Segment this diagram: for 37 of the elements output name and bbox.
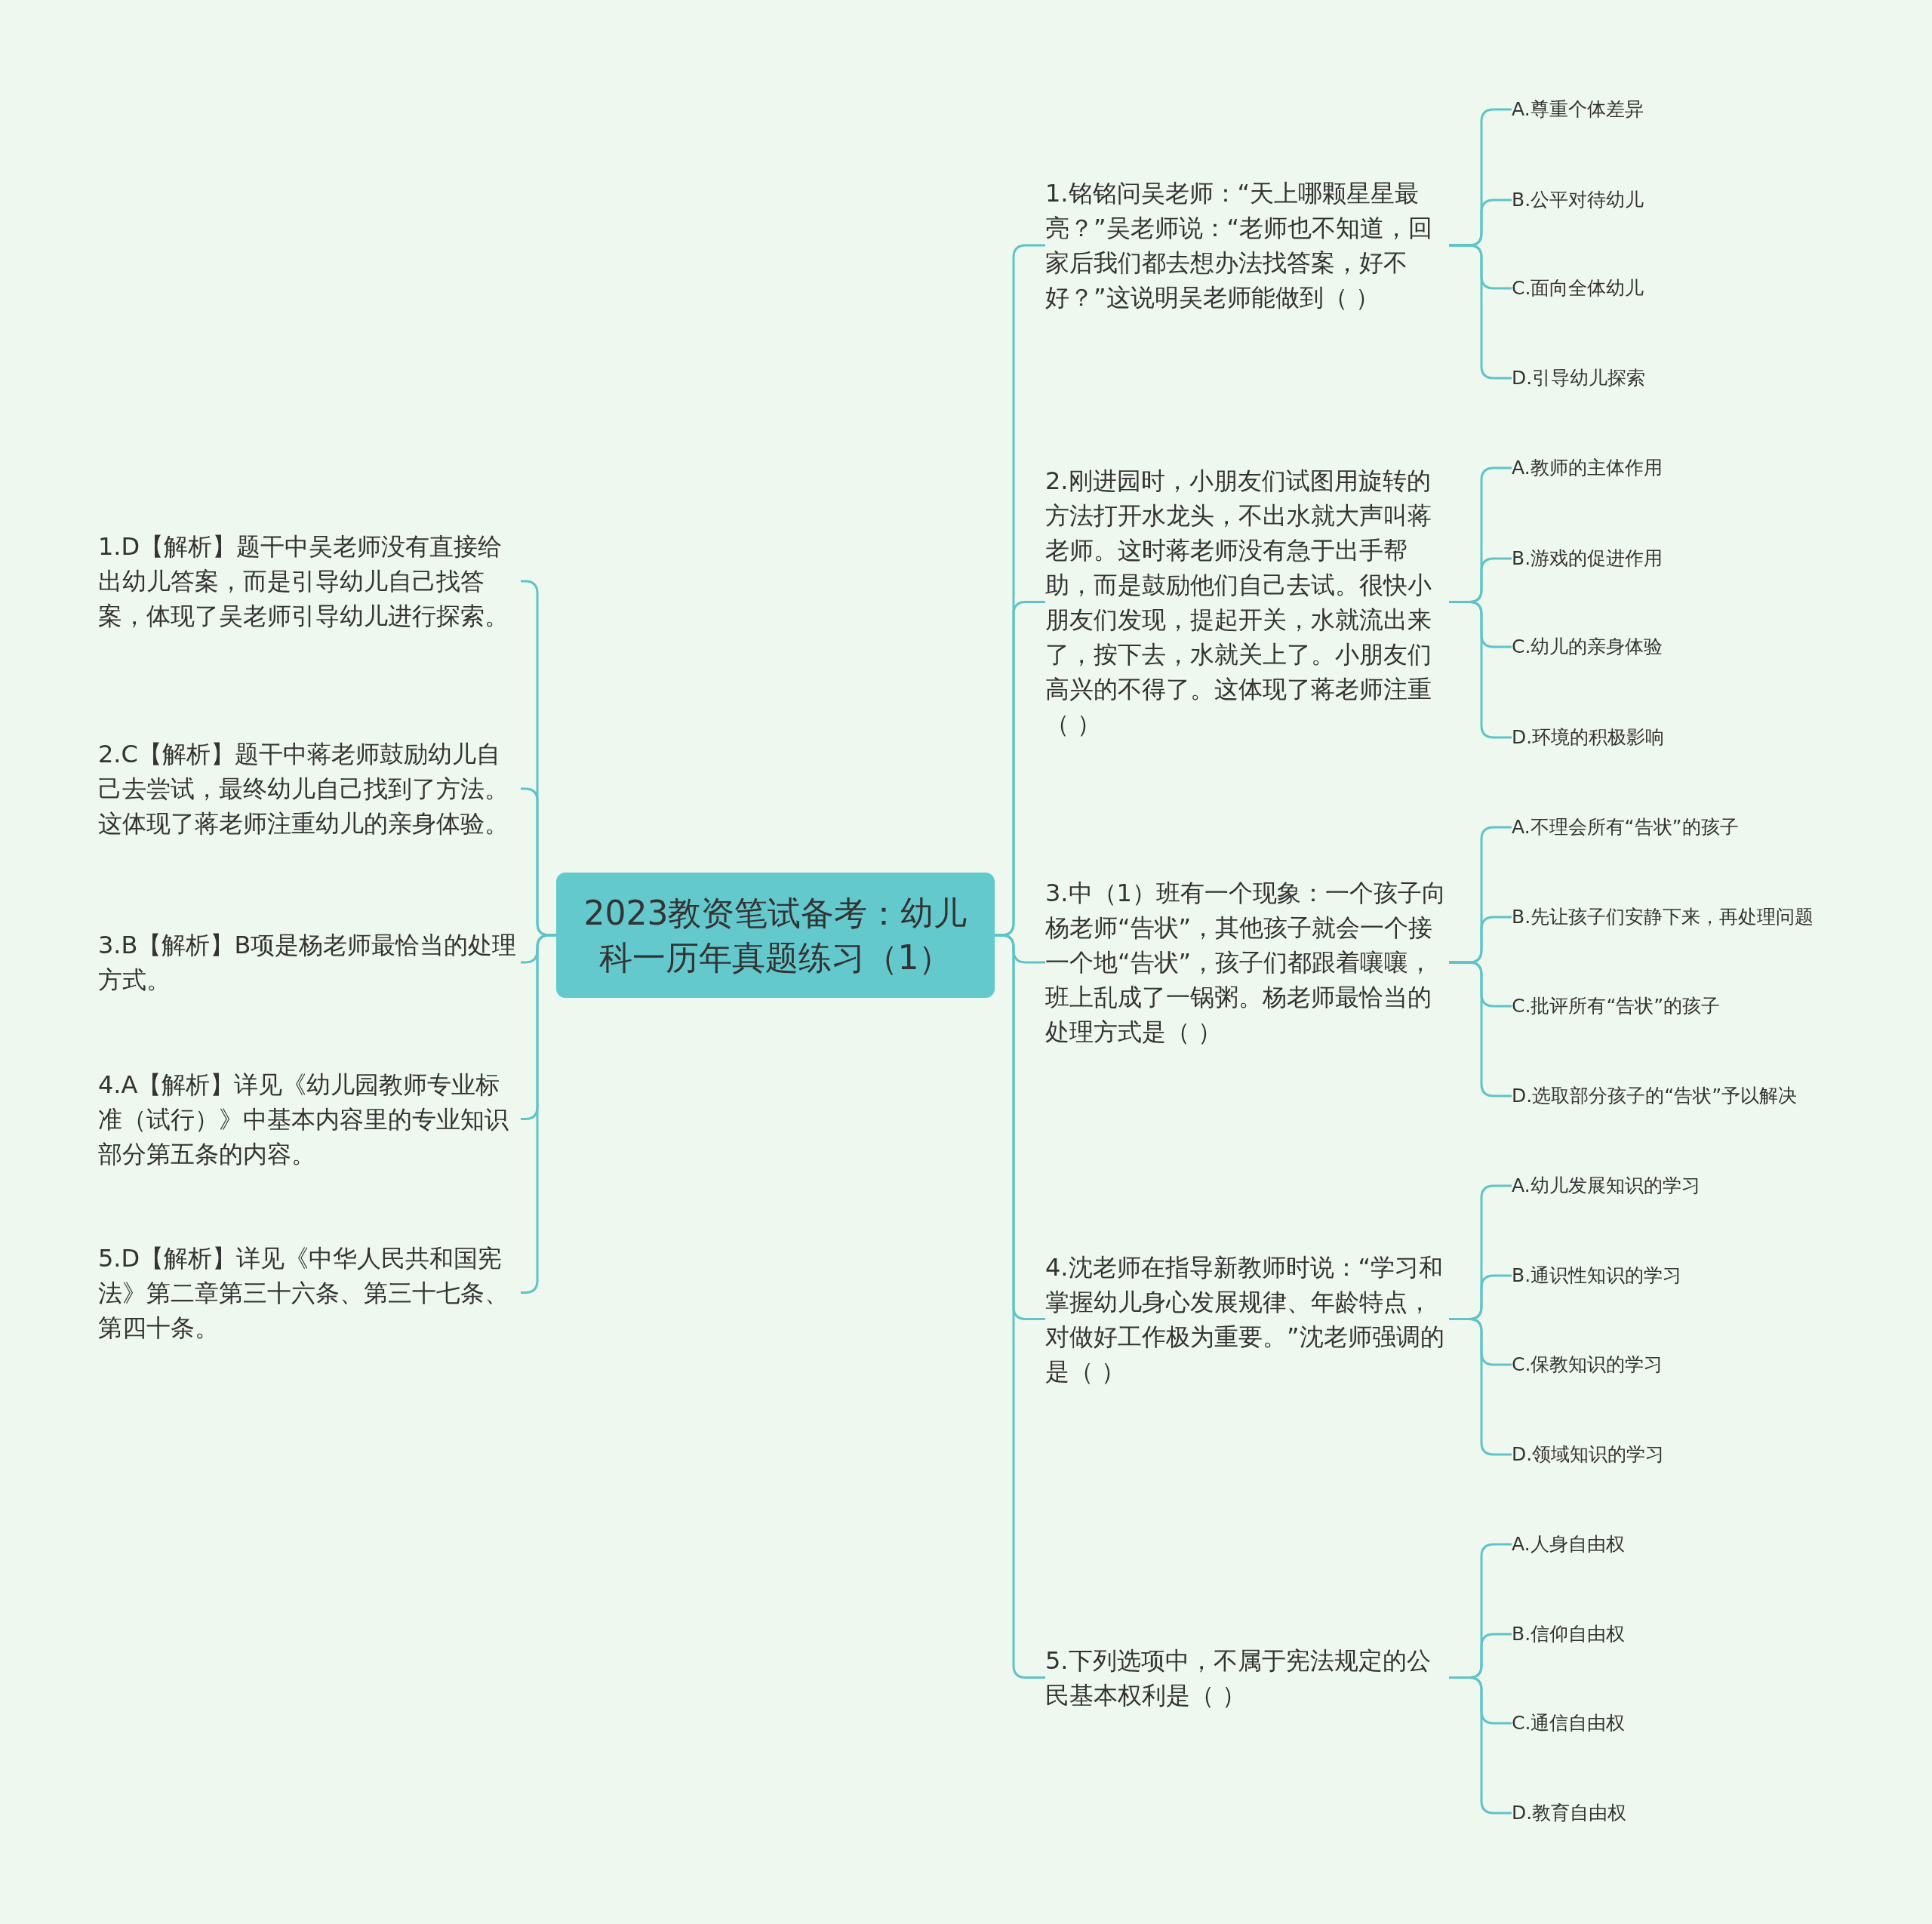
connector-line — [521, 934, 556, 1294]
answer-text: 4.A【解析】详见《幼儿园教师专业标准（试行）》中基本内容里的专业知识部分第五条的内容。 — [98, 1064, 521, 1174]
option-text: A.幼儿发展知识的学习 — [1512, 1167, 1904, 1205]
option-text: B.信仰自由权 — [1512, 1615, 1904, 1653]
answer-text: 3.B【解析】B项是杨老师最恰当的处理方式。 — [98, 925, 521, 1000]
option-text: B.游戏的促进作用 — [1512, 540, 1904, 577]
option-text: A.教师的主体作用 — [1512, 449, 1904, 487]
option-text: B.通识性知识的学习 — [1512, 1257, 1904, 1294]
option-text: D.引导幼儿探索 — [1512, 359, 1904, 397]
question-text: 1.铭铭问吴老师：“天上哪颗星星最亮？”吴老师说：“老师也不知道，回家后我们都去想办法找答案，好不好？”这说明吴老师能做到（ ） — [1045, 155, 1449, 336]
central-topic-box: 2023教资笔试备考：幼儿科一历年真题练习（1） — [556, 873, 995, 998]
answer-text: 5.D【解析】详见《中华人民共和国宪法》第二章第三十六条、第三十七条、第四十条。 — [98, 1238, 521, 1347]
option-text: A.尊重个体差异 — [1512, 91, 1904, 128]
connector-line — [1449, 601, 1512, 739]
question-text: 4.沈老师在指导新教师时说：“学习和掌握幼儿身心发展规律、年龄特点，对做好工作极为重要。”沈老师强调的是（ ） — [1045, 1249, 1449, 1389]
option-text: B.公平对待幼儿 — [1512, 181, 1904, 219]
option-text: B.先让孩子们安静下来，再处理问题 — [1512, 898, 1904, 936]
option-text: A.不理会所有“告状”的孩子 — [1512, 808, 1904, 846]
option-text: C.通信自由权 — [1512, 1704, 1904, 1742]
answer-text: 1.D【解析】题干中吴老师没有直接给出幼儿答案，而是引导幼儿自己找答案，体现了吴老师引导幼儿进行探索。 — [98, 509, 521, 653]
option-text: D.教育自由权 — [1512, 1794, 1904, 1832]
question-text: 5.下列选项中，不属于宪法规定的公民基本权利是（ ） — [1045, 1642, 1449, 1713]
option-text: D.选取部分孩子的“告状”予以解决 — [1512, 1077, 1904, 1115]
question-text: 3.中（1）班有一个现象：一个孩子向杨老师“告状”，其他孩子就会一个接一个地“告状”，孩子们都跟着嚷嚷，班上乱成了一锅粥。杨老师最恰当的处理方式是（ ） — [1045, 872, 1449, 1053]
connector-line — [1449, 1676, 1512, 1815]
connector-line — [1449, 244, 1512, 380]
connector-line — [1449, 961, 1512, 1097]
question-text: 2.刚进园时，小朋友们试图用旋转的方法打开水龙头，不出水就大声叫蒋老师。这时蒋老师没有急于出手帮助，而是鼓励他们自己去试。很快小朋友们发现，提起开关，水就流出来了，按下去，水就关上了。小朋友们高兴的不得了。这体现了蒋老师注重（ ） — [1045, 460, 1449, 743]
connector-line — [1449, 1318, 1512, 1456]
answer-text: 2.C【解析】题干中蒋老师鼓励幼儿自己去尝试，最终幼儿自己找到了方法。这体现了蒋老师注重幼儿的亲身体验。 — [98, 717, 521, 860]
option-text: D.领域知识的学习 — [1512, 1436, 1904, 1473]
option-text: D.环境的积极影响 — [1512, 719, 1904, 756]
option-text: C.面向全体幼儿 — [1512, 269, 1904, 307]
option-text: A.人身自由权 — [1512, 1525, 1904, 1563]
option-text: C.幼儿的亲身体验 — [1512, 628, 1904, 666]
option-text: C.保教知识的学习 — [1512, 1346, 1904, 1384]
option-text: C.批评所有“告状”的孩子 — [1512, 987, 1904, 1025]
